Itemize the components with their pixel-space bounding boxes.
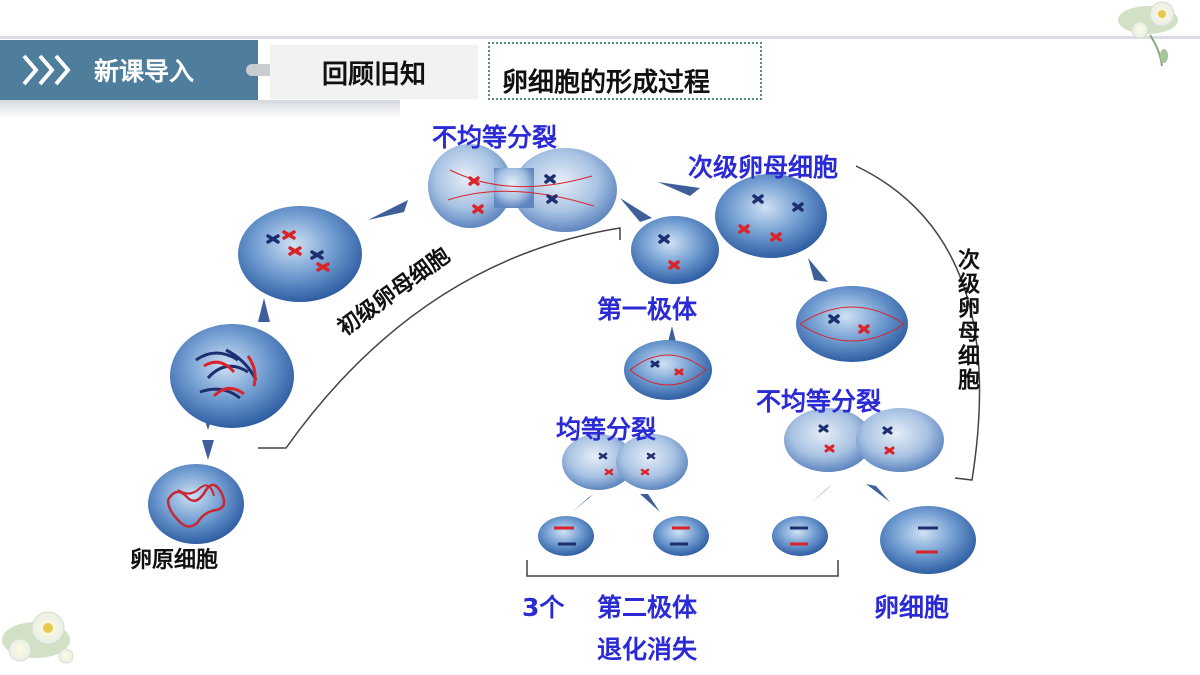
secondary-oocyte-cell <box>715 174 827 258</box>
nav-current-section[interactable]: 新课导入 <box>0 40 258 100</box>
page-title: 卵细胞的形成过程 <box>502 68 711 98</box>
flower-top-right-icon <box>1118 1 1178 67</box>
arrow-uneq-left <box>810 484 832 504</box>
egg-cell <box>880 506 976 574</box>
nav-current-label: 新课导入 <box>94 57 195 86</box>
label-degenerate: 退化消失 <box>597 635 698 664</box>
label-count: 3个 <box>522 593 565 622</box>
first-polar-body-dividing-cell <box>624 340 712 400</box>
chevron-right-icon <box>20 52 76 88</box>
arrow-to-division <box>368 200 408 220</box>
label-unequal-division-2: 不均等分裂 <box>756 387 882 416</box>
equal-division-cell <box>562 434 688 490</box>
arrow-eq-right <box>640 494 660 512</box>
polar-body-bracket <box>526 560 839 577</box>
second-polar-body-1 <box>538 516 594 556</box>
label-equal-division: 均等分裂 <box>556 415 657 444</box>
arrow-to-secondary <box>658 182 700 196</box>
label-secondary-oocyte-vertical: 次级卵母细胞 <box>954 248 979 392</box>
nav-next-section[interactable]: 回顾旧知 <box>270 45 478 99</box>
oogonium-cell <box>148 464 244 544</box>
label-unequal-division-1: 不均等分裂 <box>432 123 558 152</box>
header-rule <box>0 36 1200 39</box>
primary-oocyte-prophase-cell <box>170 324 294 428</box>
arrow-to-polar-1 <box>620 198 652 222</box>
nav-next-label: 回顾旧知 <box>321 59 426 90</box>
label-egg-cell: 卵细胞 <box>874 593 950 622</box>
arrow-uneq-right <box>866 484 890 502</box>
arrow-oogonium-up <box>202 440 214 460</box>
arrows <box>202 182 890 512</box>
arrow-secondary-down <box>808 258 828 282</box>
secondary-oocyte-arc <box>855 165 981 481</box>
header-shadow <box>0 100 400 118</box>
first-polar-body-cell <box>631 216 719 284</box>
flower-bottom-left-icon <box>2 611 74 664</box>
secondary-oocyte-metaphase-cell <box>796 286 908 362</box>
arrow-eq-left <box>572 494 594 512</box>
label-second-polar-body: 第二极体 <box>597 593 698 622</box>
primary-oocyte-metaphase-cell <box>238 206 362 302</box>
label-secondary-oocyte: 次级卵母细胞 <box>688 153 839 182</box>
primary-oocyte-arc <box>258 227 621 449</box>
arrow-primary-up-2 <box>258 298 270 322</box>
arrow-polar-down <box>668 326 676 342</box>
page-title-box: 卵细胞的形成过程 <box>488 42 762 100</box>
second-division-cell <box>784 408 944 472</box>
second-polar-body-2 <box>653 516 709 556</box>
label-oogonium: 卵原细胞 <box>130 548 219 573</box>
label-first-polar-body: 第一极体 <box>597 295 698 324</box>
second-polar-body-3 <box>772 516 828 556</box>
first-division-cell <box>428 144 617 232</box>
